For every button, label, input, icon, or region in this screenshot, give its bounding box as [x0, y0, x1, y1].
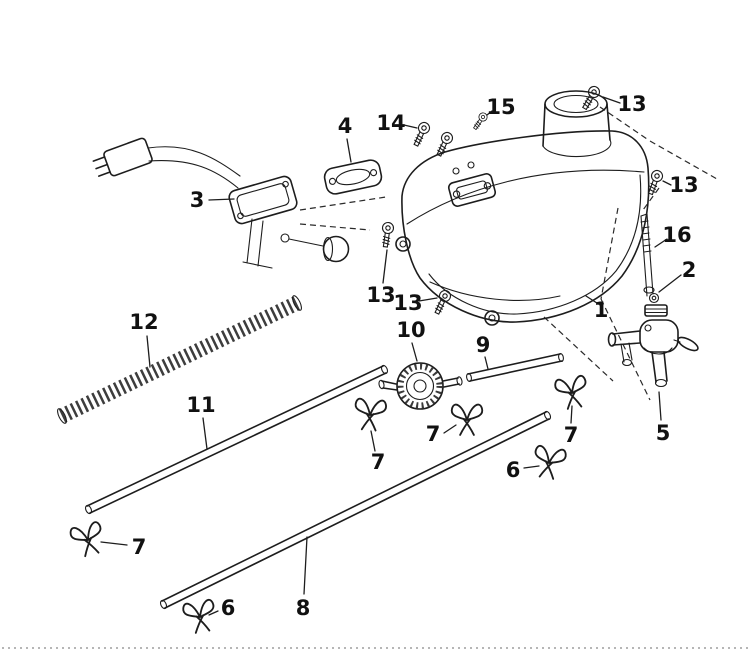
- label-part-9: 9: [476, 333, 491, 357]
- bolt-13: [431, 288, 453, 317]
- label-part-8: 8: [296, 596, 311, 620]
- bolt-14: [433, 130, 455, 159]
- fuel-filter: [378, 362, 463, 410]
- dashed-alignment-lines: [299, 106, 718, 401]
- label-part-10: 10: [396, 318, 425, 342]
- clip-7: [553, 374, 591, 412]
- tank-mount-tab: [395, 236, 500, 326]
- float: [322, 235, 350, 263]
- protective-spring-sleeve: [57, 295, 302, 424]
- label-part-1: 1: [594, 298, 609, 322]
- label-part-6: 6: [221, 596, 236, 620]
- fuel-cock-rod: [640, 213, 655, 297]
- clip-7: [450, 403, 484, 436]
- label-part-2: 2: [682, 258, 697, 282]
- clip-7: [68, 520, 108, 560]
- label-part-13: 13: [393, 291, 422, 315]
- sender-bracket: [242, 218, 273, 269]
- fuel-hose-8: [159, 410, 552, 610]
- sender-flange: [228, 175, 298, 225]
- fuel-level-sender: [92, 137, 350, 269]
- label-part-3: 3: [190, 188, 205, 212]
- gasket-plate: [323, 159, 383, 195]
- float-arm: [288, 238, 324, 247]
- petcock-lever: [677, 336, 699, 352]
- label-part-13: 13: [617, 92, 646, 116]
- label-part-15: 15: [486, 95, 515, 119]
- label-part-7: 7: [564, 423, 579, 447]
- label-part-16: 16: [662, 223, 691, 247]
- label-part-14: 14: [376, 111, 405, 135]
- sender-wire: [147, 146, 241, 177]
- fuel-hose-11: [84, 364, 389, 515]
- part-labels: 1 2 3 4 5 6 6 7 7 7 7 8 9 10 11 12 13 13…: [129, 92, 698, 620]
- fuel-cock: [607, 304, 699, 388]
- label-part-6: 6: [506, 458, 521, 482]
- label-part-7: 7: [426, 422, 441, 446]
- clip-7: [352, 397, 388, 433]
- bolt-14: [410, 120, 432, 149]
- label-part-11: 11: [186, 393, 215, 417]
- label-part-13: 13: [366, 283, 395, 307]
- label-part-13: 13: [669, 173, 698, 197]
- sender-wire: [148, 159, 239, 189]
- clip-6: [530, 444, 568, 482]
- tank-mount-bracket: [447, 173, 497, 207]
- label-part-7: 7: [371, 450, 386, 474]
- fuel-tank: [395, 90, 650, 326]
- label-part-7: 7: [132, 535, 147, 559]
- leader-lines: [100, 96, 682, 616]
- wiring-connector: [92, 137, 153, 177]
- bolt-13: [379, 221, 395, 249]
- label-part-12: 12: [129, 310, 158, 334]
- washer-2: [648, 292, 660, 304]
- fuel-hose-9: [466, 353, 564, 382]
- clip-6: [181, 598, 219, 636]
- label-part-5: 5: [656, 421, 671, 445]
- hose-clips: [68, 374, 591, 636]
- filler-neck: [542, 90, 612, 158]
- label-part-4: 4: [338, 114, 353, 138]
